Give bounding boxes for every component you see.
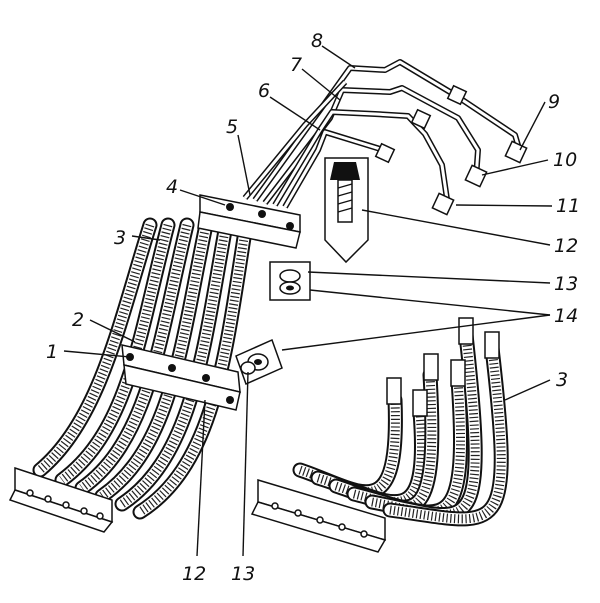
callout-9: 9	[548, 91, 560, 113]
callout-14: 14	[554, 305, 578, 327]
callout-11: 11	[556, 195, 580, 217]
callout-3-right: 3	[556, 369, 568, 391]
callout-5: 5	[226, 116, 238, 138]
right-manifold	[250, 478, 387, 553]
callout-1: 1	[46, 341, 58, 363]
right-hose-fittings	[386, 317, 500, 417]
callout-7: 7	[290, 54, 302, 76]
right-hose-bundle	[292, 327, 509, 527]
callout-13-bottom: 13	[231, 563, 255, 585]
callout-6: 6	[258, 80, 270, 102]
callout-4: 4	[166, 176, 178, 198]
tube-nuts	[374, 84, 528, 216]
callout-8: 8	[311, 30, 323, 52]
washer-inset-upper	[269, 261, 311, 301]
leader-lines	[63, 45, 553, 557]
callout-labels: 1 2 3 4 5 6 7 8 9 10 11 12 13 14 3 12 13	[46, 30, 580, 585]
callout-13-right: 13	[554, 273, 578, 295]
steel-tubes	[242, 59, 523, 209]
callout-10: 10	[553, 149, 577, 171]
left-manifold	[8, 466, 114, 533]
upper-clamp	[197, 194, 301, 249]
callout-12-bottom: 12	[182, 563, 206, 585]
callout-3-left: 3	[114, 227, 126, 249]
callout-2: 2	[72, 309, 84, 331]
washer-inset-lower	[235, 338, 283, 386]
bolt-inset	[324, 157, 369, 264]
callout-12-right: 12	[554, 235, 578, 257]
